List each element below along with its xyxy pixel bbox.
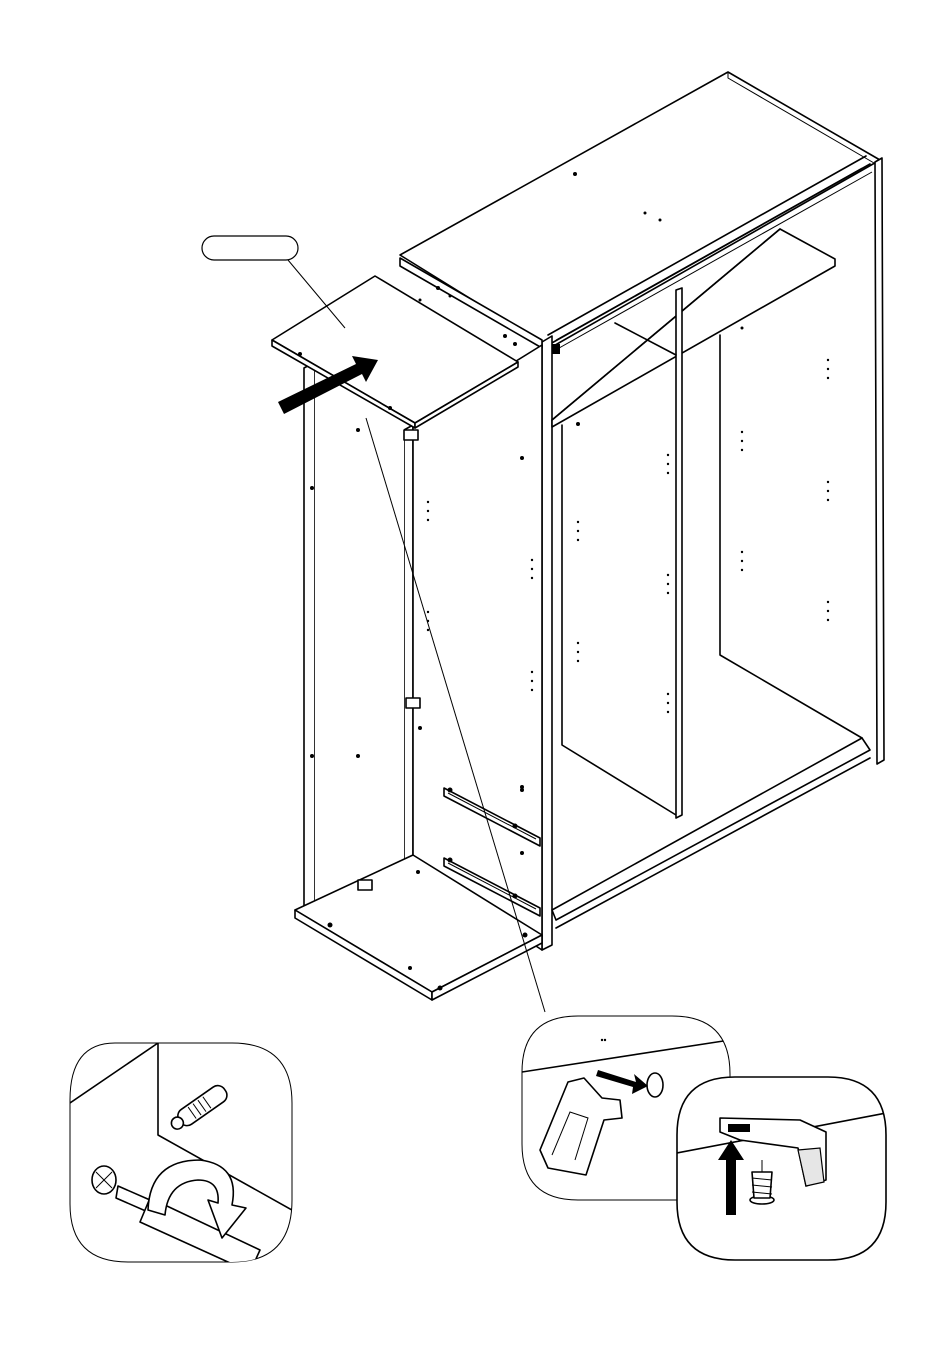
cabinet-bottom-panel: [552, 738, 870, 920]
cabinet-right-edge: [875, 158, 884, 764]
middle-divider: [676, 288, 682, 818]
screwdriver-detail: [70, 1043, 292, 1272]
left-side-panel-edge: [304, 362, 315, 910]
left-inner-edge: [404, 425, 413, 870]
left-cabinet-side: [413, 345, 542, 950]
cabinet-front-stile: [542, 336, 552, 950]
leveling-foot-detail: [677, 1077, 886, 1260]
